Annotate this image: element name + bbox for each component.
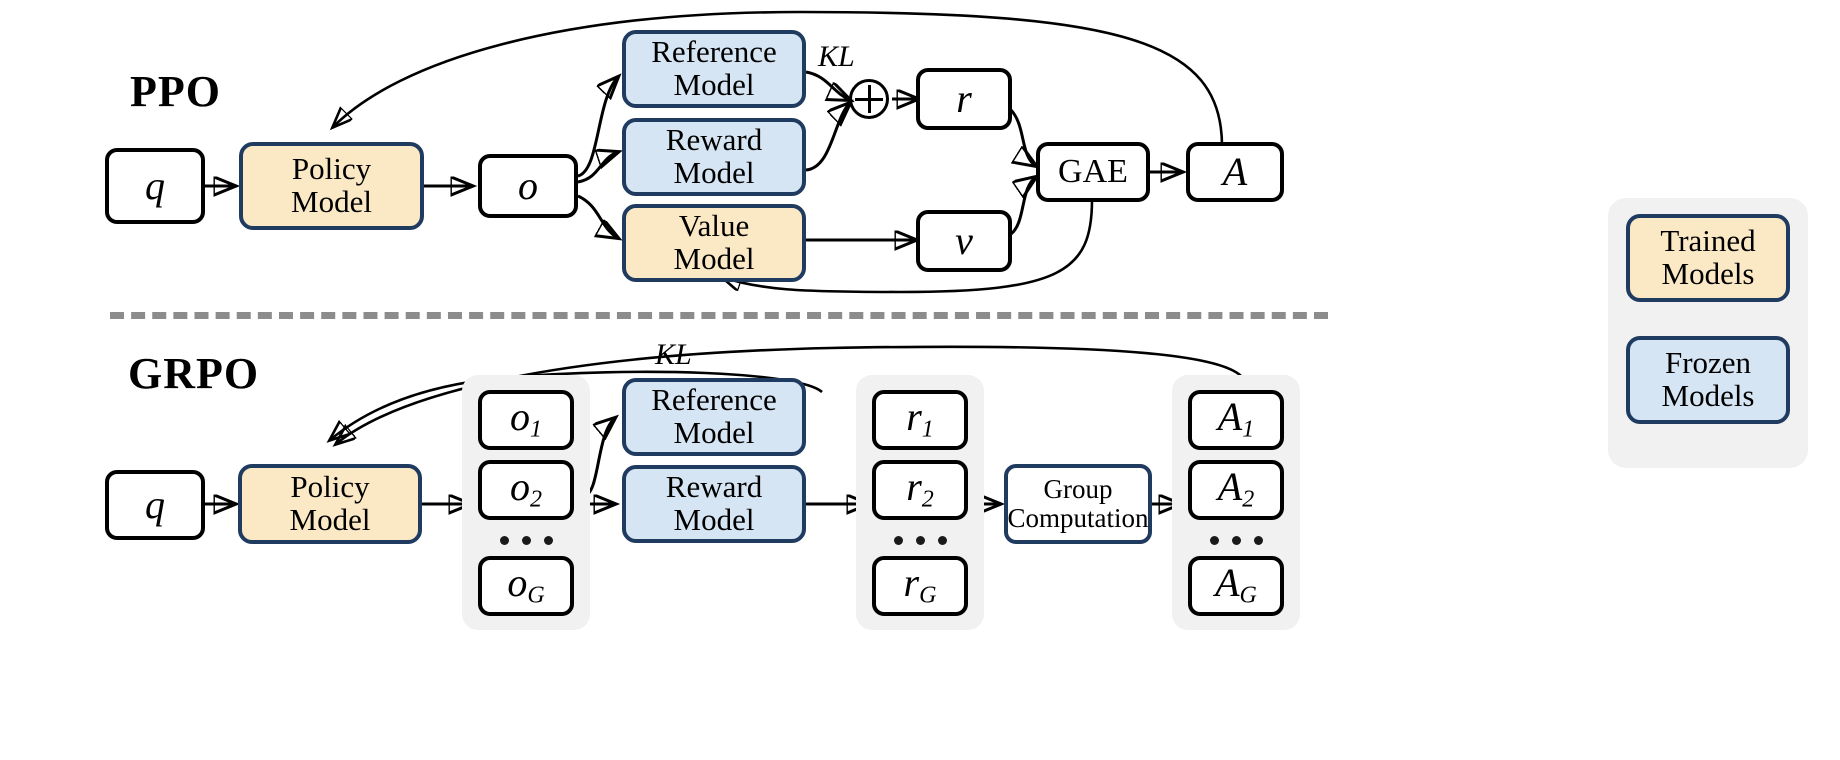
grpo-AG-label: AG (1215, 560, 1257, 610)
ppo-node-reward-model: Reward Model (622, 118, 806, 196)
grpo-section-title: GRPO (128, 349, 260, 398)
grpo-group-line2: Computation (1007, 503, 1149, 533)
grpo-oG-label: oG (507, 560, 545, 610)
ppo-A-label: A (1222, 148, 1248, 194)
ppo-node-A: A (1186, 142, 1284, 202)
grpo-group-line1: Group (1043, 474, 1113, 505)
ppo-r-label: r (956, 75, 972, 121)
grpo-node-A1: A1 (1188, 390, 1284, 450)
grpo-node-q: q (105, 470, 205, 540)
ppo-node-q: q (105, 148, 205, 224)
legend-trained-line2: Models (1661, 256, 1755, 291)
grpo-node-policy-model: Policy Model (238, 464, 422, 544)
grpo-reference-line2: Model (673, 415, 755, 450)
grpo-node-rG: rG (872, 556, 968, 616)
grpo-r1-label: r1 (906, 394, 934, 444)
grpo-node-A2: A2 (1188, 460, 1284, 520)
legend-frozen-line1: Frozen (1664, 345, 1752, 381)
grpo-A1-label: A1 (1217, 394, 1255, 444)
grpo-policy-line2: Model (289, 502, 371, 537)
grpo-node-r1: r1 (872, 390, 968, 450)
grpo-outputs-ellipsis-icon (478, 528, 574, 552)
ppo-reward-line2: Model (673, 155, 755, 190)
legend-frozen-line2: Models (1661, 378, 1755, 413)
ppo-reference-line1: Reference (651, 34, 777, 70)
grpo-o1-label: o1 (510, 394, 542, 444)
ppo-o-label: o (518, 162, 538, 208)
grpo-node-AG: AG (1188, 556, 1284, 616)
grpo-q-label: q (145, 481, 165, 527)
ppo-node-value-model: Value Model (622, 204, 806, 282)
grpo-node-r2: r2 (872, 460, 968, 520)
ppo-gae-label: GAE (1058, 152, 1128, 190)
ppo-node-reference-model: Reference Model (622, 30, 806, 108)
grpo-node-oG: oG (478, 556, 574, 616)
ppo-kl-label: KL (818, 40, 855, 73)
ppo-policy-line1: Policy (291, 151, 372, 187)
grpo-rG-label: rG (903, 560, 937, 610)
grpo-o2-label: o2 (510, 464, 542, 514)
ppo-q-label: q (145, 162, 165, 208)
ppo-value-line1: Value (678, 208, 750, 244)
grpo-policy-line1: Policy (290, 469, 370, 505)
grpo-node-o1: o1 (478, 390, 574, 450)
legend-item-frozen-models: Frozen Models (1626, 336, 1790, 424)
ppo-node-gae: GAE (1036, 142, 1150, 202)
ppo-value-line2: Model (673, 241, 755, 276)
ppo-node-v: v (916, 210, 1012, 272)
legend-trained-line1: Trained (1660, 223, 1756, 259)
grpo-rewards-ellipsis-icon (872, 528, 968, 552)
ppo-node-policy-model: Policy Model (239, 142, 424, 230)
ppo-node-r: r (916, 68, 1012, 130)
legend-item-trained-models: Trained Models (1626, 214, 1790, 302)
section-divider (110, 312, 1328, 319)
grpo-A2-label: A2 (1217, 464, 1255, 514)
ppo-section-title: PPO (130, 67, 221, 116)
grpo-kl-label: KL (655, 338, 692, 371)
ppo-v-label: v (955, 217, 973, 263)
grpo-advantages-ellipsis-icon (1188, 528, 1284, 552)
grpo-node-group-computation: Group Computation (1004, 464, 1152, 544)
ppo-reference-line2: Model (673, 67, 755, 102)
ppo-node-o: o (478, 154, 578, 218)
grpo-r2-label: r2 (906, 464, 934, 514)
ppo-reward-line1: Reward (665, 122, 763, 158)
grpo-reference-line1: Reference (651, 382, 777, 418)
ppo-sum-operator-icon (849, 79, 889, 119)
grpo-node-reference-model: Reference Model (622, 378, 806, 456)
grpo-reward-line1: Reward (665, 469, 763, 505)
grpo-node-reward-model: Reward Model (622, 465, 806, 543)
grpo-reward-line2: Model (673, 502, 755, 537)
ppo-policy-line2: Model (291, 184, 372, 219)
grpo-node-o2: o2 (478, 460, 574, 520)
